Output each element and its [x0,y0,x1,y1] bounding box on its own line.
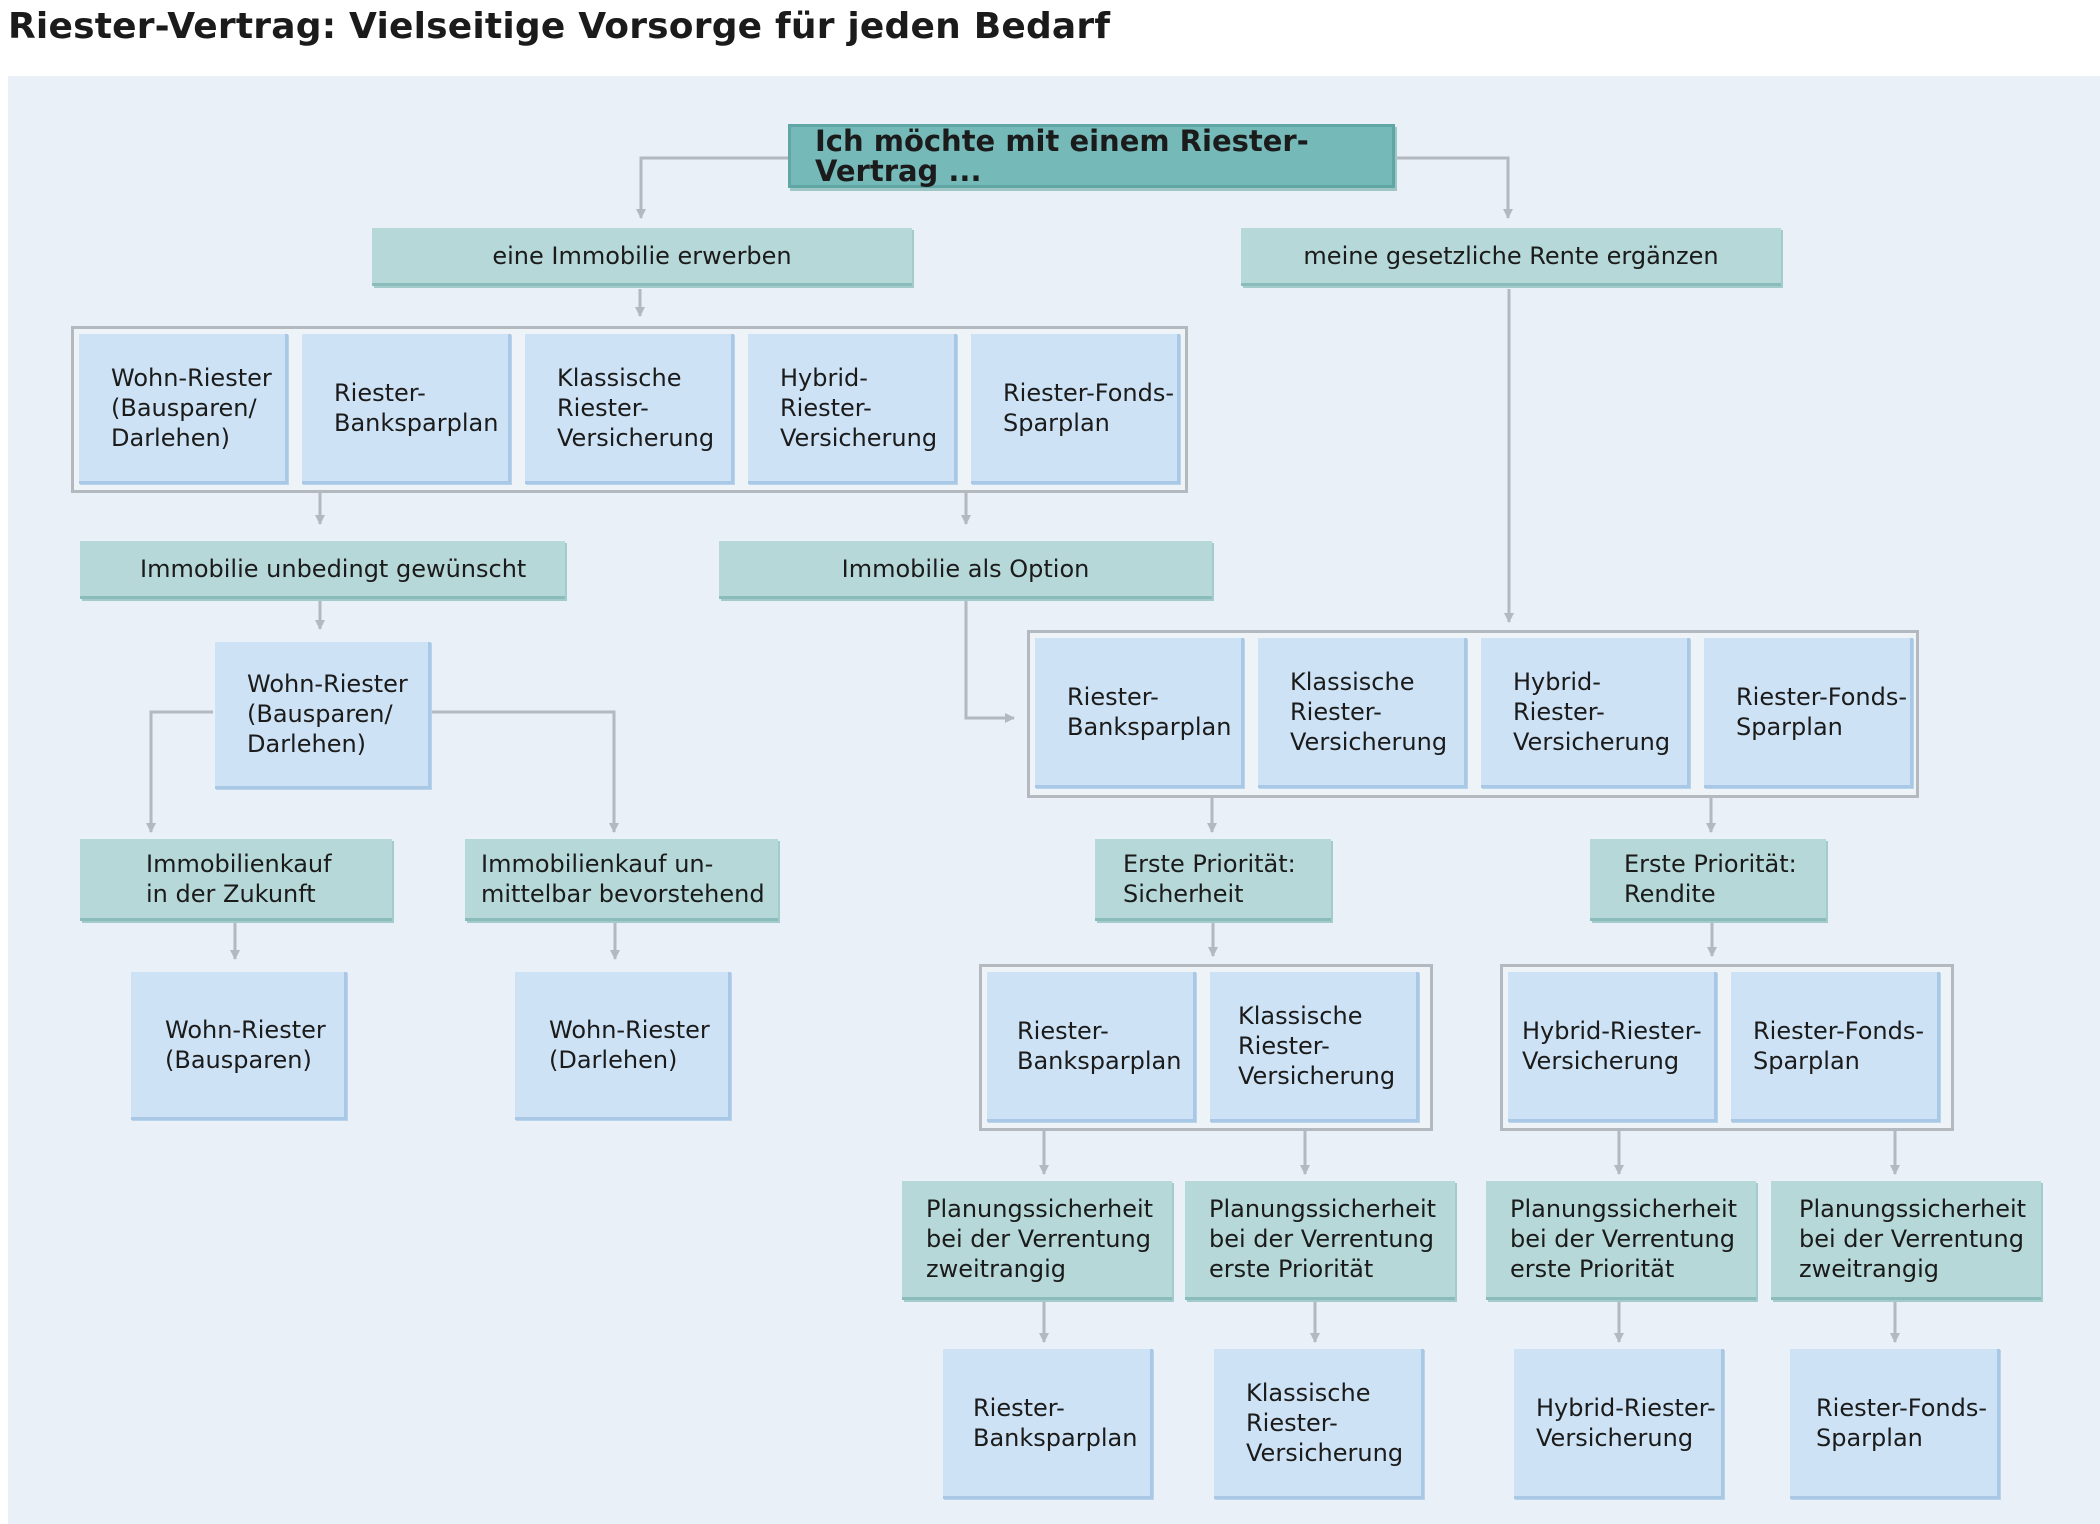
node-kauf-zukunft: Immobilienkauf in der Zukunft [80,839,392,921]
product-klassische-versicherung-3: Klassische Riester- Versicherung [1210,972,1419,1122]
final-fonds-sparplan: Riester-Fonds- Sparplan [1790,1349,2000,1499]
node-prio-sicherheit: Erste Priorität: Sicherheit [1095,839,1331,921]
product-hybrid-versicherung-2: Hybrid-Riester- Versicherung [1481,638,1690,788]
final-klassische-versicherung: Klassische Riester- Versicherung [1214,1349,1424,1499]
node-immobilie-erwerben: eine Immobilie erwerben [372,228,912,286]
root-node: Ich möchte mit einem Riester-Vertrag ... [788,124,1395,188]
node-kauf-bevorstehend: Immobilienkauf un- mittelbar bevorstehen… [465,839,778,921]
node-plan-erste-2: Planungssicherheit bei der Verrentung er… [1486,1181,1756,1300]
connectors [146,156,1900,1343]
product-klassische-versicherung: Klassische Riester- Versicherung [525,334,734,484]
connector-root-rente [1392,156,1513,219]
product-fonds-sparplan: Riester-Fonds- Sparplan [971,334,1180,484]
product-klassische-versicherung-2: Klassische Riester- Versicherung [1258,638,1467,788]
product-wohn-riester-darlehen: Wohn-Riester (Darlehen) [515,972,731,1120]
node-immobilie-unbedingt: Immobilie unbedingt gewünscht [80,541,565,599]
connector-root-immobilie [636,156,792,219]
product-banksparplan-3: Riester- Banksparplan [987,972,1196,1122]
product-wohn-riester: Wohn-Riester (Bausparen/ Darlehen) [79,334,288,484]
product-hybrid-versicherung-4: Hybrid-Riester- Versicherung [1508,972,1717,1122]
product-fonds-sparplan-2: Riester-Fonds- Sparplan [1704,638,1913,788]
final-banksparplan: Riester- Banksparplan [943,1349,1153,1499]
product-fonds-sparplan-4: Riester-Fonds- Sparplan [1731,972,1940,1122]
node-rente-ergaenzen: meine gesetzliche Rente ergänzen [1241,228,1781,286]
node-plan-zweitrangig-1: Planungssicherheit bei der Verrentung zw… [902,1181,1172,1300]
product-wohn-riester-mid: Wohn-Riester (Bausparen/ Darlehen) [215,642,431,789]
node-prio-rendite: Erste Priorität: Rendite [1590,839,1826,921]
connector-option-group2 [964,599,1015,723]
product-hybrid-versicherung: Hybrid-Riester- Versicherung [748,334,957,484]
product-banksparplan: Riester- Banksparplan [302,334,511,484]
diagram-title: Riester-Vertrag: Vielseitige Vorsorge fü… [8,6,1111,47]
connector-wohnriester-bevorstehend [431,710,619,833]
product-banksparplan-2: Riester- Banksparplan [1035,638,1244,788]
node-immobilie-option: Immobilie als Option [719,541,1212,599]
product-wohn-riester-bausparen: Wohn-Riester (Bausparen) [131,972,347,1120]
diagram-area: Ich möchte mit einem Riester-Vertrag ...… [8,76,2100,1524]
connector-wohnriester-zukunft [146,710,213,833]
node-plan-zweitrangig-2: Planungssicherheit bei der Verrentung zw… [1771,1181,2041,1300]
node-plan-erste-1: Planungssicherheit bei der Verrentung er… [1185,1181,1455,1300]
final-hybrid-versicherung: Hybrid-Riester- Versicherung [1514,1349,1724,1499]
